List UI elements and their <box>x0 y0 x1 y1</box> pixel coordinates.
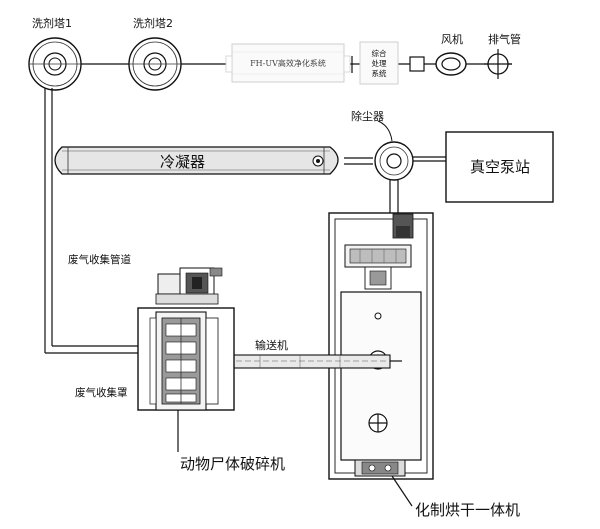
gas-pipe-label: 废气收集管道 <box>68 253 131 266</box>
dust-remover-leader <box>377 120 393 142</box>
dust-remover-label: 除尘器 <box>351 109 384 123</box>
integrated-label-2: 处理 <box>372 58 387 68</box>
scrubber-tower-2 <box>128 37 182 91</box>
fh-uv-label: FH-UV高效净化系统 <box>250 58 326 68</box>
fh-uv-purifier <box>225 43 351 83</box>
vacuum-pump-station <box>445 131 554 203</box>
dryer-label: 化制烘干一体机 <box>415 501 520 519</box>
dust-remover <box>374 141 446 213</box>
rendering-dryer-machine <box>328 212 434 480</box>
fan-label: 风机 <box>441 32 463 46</box>
dryer-leader <box>391 475 413 507</box>
conveyor-label: 输送机 <box>255 338 288 352</box>
condenser-label: 冷凝器 <box>160 153 205 171</box>
exhaust-pipe <box>484 49 512 79</box>
animal-carcass-crusher <box>149 267 223 411</box>
vacuum-station-label: 真空泵站 <box>470 158 530 176</box>
integrated-label-3: 系统 <box>372 68 387 78</box>
gas-hood-label: 废气收集罩 <box>75 386 128 399</box>
integrated-treatment-system <box>359 41 399 85</box>
scrubber-tower-1 <box>28 37 82 91</box>
integrated-label-1: 综合 <box>372 48 387 58</box>
fan <box>435 52 467 76</box>
scrubber-2-label: 洗剂塔2 <box>133 16 173 30</box>
scrubber-1-label: 洗剂塔1 <box>32 16 72 30</box>
condenser <box>54 146 339 175</box>
exhaust-label: 排气管 <box>488 32 521 46</box>
crusher-label: 动物尸体破碎机 <box>180 455 285 473</box>
valve-box <box>409 56 425 72</box>
gas-collection-pipe <box>44 88 140 354</box>
